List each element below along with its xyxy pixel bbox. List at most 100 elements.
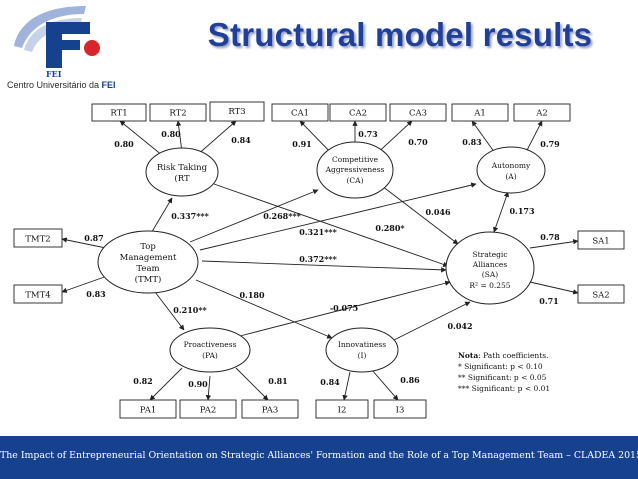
indicator-i2: I2 <box>338 406 347 416</box>
construct-tmt-line4: (TMT) <box>135 274 162 285</box>
note-heading: Nota <box>458 351 478 360</box>
construct-i-line1: Innovatiness <box>338 340 386 349</box>
construct-tmt-line1: Top <box>140 242 156 252</box>
coef-tmt-rt: 0.337*** <box>171 211 209 221</box>
construct-sa-line3: (SA) <box>482 270 498 279</box>
logo-letter-f-icon <box>46 22 90 68</box>
construct-tmt <box>97 230 199 294</box>
path-coefficients: 0.337*** 0.268*** 0.321*** 0.280* 0.046 … <box>171 206 535 331</box>
construct-ca-line3: (CA) <box>346 176 363 185</box>
note-line4: *** Significant: p < 0.01 <box>458 384 550 393</box>
coef-tmt-pa: 0.210** <box>173 305 207 315</box>
pa-pa3-line <box>235 367 269 401</box>
path-tmt-rt <box>149 197 173 236</box>
rt-rt3-line <box>195 120 237 157</box>
construct-pa <box>169 327 251 373</box>
indicator-ca3: CA3 <box>409 109 427 119</box>
tmt-tmt2-line <box>61 237 107 249</box>
path-i-sa <box>393 301 471 341</box>
note: Nota: Path coefficients. * Significant: … <box>458 351 550 393</box>
coef-tmt-i: 0.180 <box>239 290 264 300</box>
sa-sa1-line <box>529 239 579 249</box>
indicator-box-rt3 <box>209 101 265 122</box>
path-ca-sa <box>381 185 459 245</box>
indicator-tmt2: TMT2 <box>25 235 50 245</box>
logo-caption-plain: Centro Universitário da <box>7 80 102 90</box>
loading-rt2: 0.80 <box>161 129 181 139</box>
indicator-a1: A1 <box>473 109 486 119</box>
indicator-box-i3 <box>373 399 427 419</box>
loading-i2: 0.84 <box>320 377 340 387</box>
indicator-sa2: SA2 <box>592 291 609 301</box>
construct-sa-line2: Alliances <box>472 260 508 269</box>
path-tmt-a <box>199 182 477 251</box>
loading-ca1: 0.91 <box>292 139 311 149</box>
coef-a-sa: 0.173 <box>509 206 534 216</box>
path-tmt-sa <box>201 260 447 273</box>
construct-ellipses <box>97 141 546 373</box>
loading-tmt4: 0.83 <box>86 289 106 299</box>
loading-pa2: 0.90 <box>188 379 208 389</box>
rt-rt2-line <box>175 120 183 153</box>
indicator-box-rt2 <box>149 103 207 122</box>
path-rt-sa <box>213 183 449 267</box>
logo-caption: Centro Universitário da FEI <box>7 80 116 90</box>
indicator-sa1: SA1 <box>592 237 609 247</box>
indicator-box-a1 <box>451 103 509 122</box>
indicator-rt2: RT2 <box>169 109 186 119</box>
loading-a2: 0.79 <box>540 139 560 149</box>
loading-rt3: 0.84 <box>231 135 251 145</box>
indicator-i3: I3 <box>396 406 405 416</box>
indicator-box-sa2 <box>577 284 625 304</box>
construct-pa-line1: Proactiveness <box>184 340 237 349</box>
sa-sa2-line <box>529 281 579 295</box>
indicator-ca1: CA1 <box>291 109 309 119</box>
construct-i <box>325 327 399 373</box>
construct-ca-line1: Competitive <box>332 155 379 164</box>
path-a-sa <box>493 191 509 233</box>
note-line3: ** Significant: p < 0.05 <box>458 373 547 382</box>
construct-tmt-line3: Team <box>136 264 159 274</box>
path-pa-sa <box>239 280 451 337</box>
indicator-box-sa1 <box>577 230 625 250</box>
structural-model-diagram: RT1 RT2 RT3 CA1 CA2 CA3 A1 A2 TMT2 TMT4 … <box>13 101 625 419</box>
indicator-box-ca3 <box>389 103 447 122</box>
construct-pa-line2: (PA) <box>202 351 218 360</box>
construct-sa <box>445 231 535 305</box>
indicator-rt1: RT1 <box>110 109 127 119</box>
indicator-box-pa3 <box>241 399 299 419</box>
indicator-box-tmt2 <box>13 228 63 248</box>
coef-tmt-ca: 0.268*** <box>263 211 301 221</box>
logo-caption-bold: FEI <box>101 80 116 90</box>
path-tmt-i <box>195 279 333 339</box>
indicator-box-pa2 <box>179 399 237 419</box>
indicator-box-rt1 <box>91 103 147 122</box>
loading-tmt2: 0.87 <box>84 233 103 243</box>
loading-pa3: 0.81 <box>268 376 287 386</box>
construct-a-line2: (A) <box>505 172 516 181</box>
note-text: : Path coefficients. <box>478 351 548 360</box>
loading-sa1: 0.78 <box>540 232 560 242</box>
path-tmt-ca <box>189 189 319 243</box>
loading-pa1: 0.82 <box>133 376 152 386</box>
loading-ca2: 0.73 <box>358 129 378 139</box>
coef-tmt-a: 0.321*** <box>299 227 337 237</box>
note-line1: Nota: Path coefficients. <box>458 351 549 360</box>
indicator-box-i2 <box>315 399 369 419</box>
logo-dot-icon <box>84 40 100 56</box>
path-tmt-pa <box>151 287 185 331</box>
indicator-box-ca2 <box>329 103 387 122</box>
indicator-box-ca1 <box>271 103 329 122</box>
coef-rt-sa: 0.280* <box>375 223 405 233</box>
i-i2-line <box>342 371 351 401</box>
coef-ca-sa: 0.046 <box>425 207 450 217</box>
indicator-ca2: CA2 <box>349 109 367 119</box>
fei-logo: FEI <box>14 6 100 79</box>
construct-rt-line2: (RT <box>174 173 190 184</box>
pa-pa1-line <box>149 367 183 401</box>
construct-ca-line2: Aggressiveness <box>325 165 385 174</box>
loading-ca3: 0.70 <box>408 137 428 147</box>
indicator-pa1: PA1 <box>140 406 157 416</box>
construct-tmt-line2: Management <box>120 253 177 263</box>
construct-a <box>476 146 546 194</box>
